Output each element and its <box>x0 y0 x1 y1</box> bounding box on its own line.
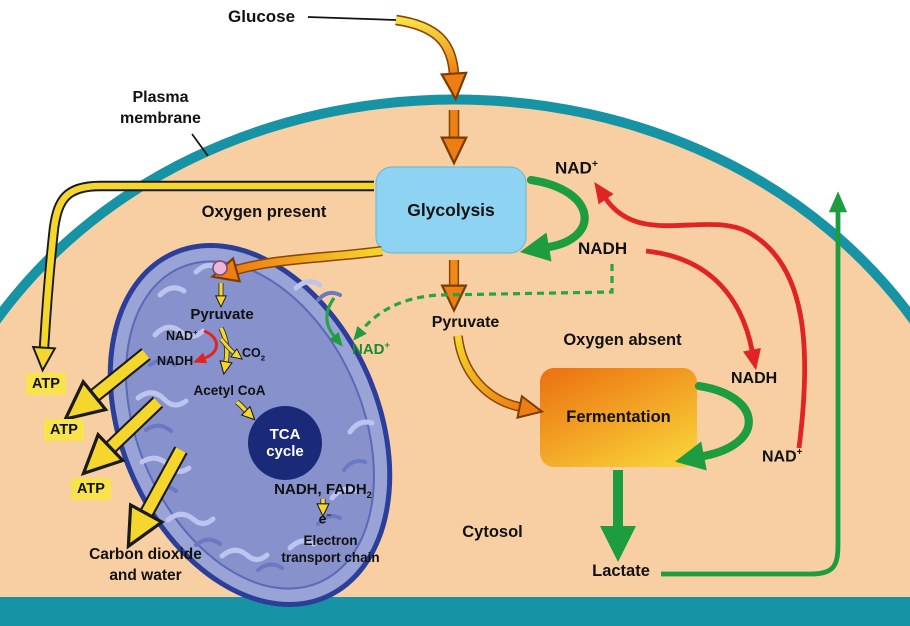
arrow-mito-to-co2-water <box>126 446 188 550</box>
label-acetyl-coa: Acetyl CoA <box>193 383 266 398</box>
atp-badge-3: ATP <box>71 478 111 500</box>
plasma-membrane-line2: membrane <box>120 109 201 127</box>
nadh-fadh2-base: NADH, FADH <box>274 481 367 498</box>
arrow-nadh-shuttle-dashed <box>353 264 614 341</box>
nad-sup: + <box>193 328 198 337</box>
label-nad-fermentation: NAD+ <box>762 447 802 466</box>
nad-sup: + <box>796 447 803 458</box>
label-nadh-mito: NADH <box>157 354 194 368</box>
etc-line2: transport chain <box>281 549 380 565</box>
label-carbon-dioxide-water: Carbon dioxide and water <box>58 545 233 587</box>
nad-base: NAD <box>352 341 385 358</box>
label-nadh-glycolysis: NADH <box>578 239 628 258</box>
arrow-glycolysis-to-atp <box>31 180 374 373</box>
arrow-nad-regen-small <box>325 297 343 347</box>
electron-base: e <box>318 510 327 527</box>
label-oxygen-present: Oxygen present <box>201 203 327 221</box>
label-pyruvate-mito: Pyruvate <box>190 306 254 323</box>
nadh-fadh2-sub: 2 <box>366 490 372 500</box>
arrow-nad-to-nadh-mito <box>192 329 218 364</box>
arrow-mito-to-atp-2 <box>80 396 164 477</box>
arrow-nadh-nad-fermentation <box>675 381 753 471</box>
arrow-glycolysis-to-mito <box>210 245 383 283</box>
label-pyruvate-cytosol: Pyruvate <box>431 314 500 331</box>
membrane-pointer-line <box>191 133 209 157</box>
bottom-membrane-band <box>0 597 910 626</box>
arrow-lactate-recycle <box>661 191 848 577</box>
glycolysis-box-label: Glycolysis <box>407 199 495 220</box>
label-nad-cytosol: NAD+ <box>352 340 390 358</box>
plasma-membrane-line1: Plasma <box>132 89 189 106</box>
nad-base: NAD <box>166 329 194 344</box>
label-plasma-membrane: Plasma membrane <box>98 88 223 130</box>
glucose-pointer-line <box>307 16 397 21</box>
atp-badge-1: ATP <box>26 373 66 395</box>
nad-sup: + <box>384 340 390 350</box>
fermentation-box <box>540 368 697 467</box>
nad-sup: + <box>591 158 598 170</box>
label-lactate: Lactate <box>592 562 650 580</box>
co2-base: CO <box>242 346 261 360</box>
label-electron-transport-chain: Electron transport chain <box>253 533 408 567</box>
label-co2: CO2 <box>242 346 265 363</box>
glycolysis-box <box>375 166 527 254</box>
arrow-mito-to-atp-1 <box>62 348 151 422</box>
co2-water-line1: Carbon dioxide <box>89 546 202 563</box>
nad-base: NAD <box>762 448 797 466</box>
tca-cycle-circle: TCA cycle <box>248 406 322 480</box>
arrow-nad-nadh-glycolysis <box>519 175 589 262</box>
label-nadh-fermentation: NADH <box>731 370 778 387</box>
cristae <box>135 262 375 562</box>
etc-line1: Electron <box>303 533 358 548</box>
tca-line2: cycle <box>266 443 304 460</box>
arrow-glucose-entry <box>395 14 468 102</box>
label-electron: e− <box>303 510 347 527</box>
fermentation-box-label: Fermentation <box>566 408 671 426</box>
label-cytosol: Cytosol <box>462 523 523 541</box>
atp-badge-2: ATP <box>44 419 84 441</box>
co2-sub: 2 <box>260 353 266 363</box>
arrow-nadh-to-fermentation-red <box>645 248 761 371</box>
label-glucose: Glucose <box>228 7 296 26</box>
arrow-to-co2 <box>219 337 243 360</box>
arrow-nad-return-red <box>594 182 808 449</box>
arrow-pyruvate-to-fermentation <box>453 335 545 419</box>
co2-water-line2: and water <box>109 566 182 584</box>
label-oxygen-absent: Oxygen absent <box>563 331 682 349</box>
nad-base: NAD <box>555 158 592 178</box>
label-nadh-fadh2: NADH, FADH2 <box>238 481 408 500</box>
label-nad-glycolysis: NAD+ <box>555 158 598 179</box>
tca-line1: TCA <box>269 425 301 443</box>
electron-sup: − <box>326 510 332 520</box>
label-nad-mito: NAD+ <box>166 328 198 343</box>
pyruvate-entry-dot <box>212 260 228 276</box>
arrow-acetylcoa-to-tca <box>235 399 256 421</box>
